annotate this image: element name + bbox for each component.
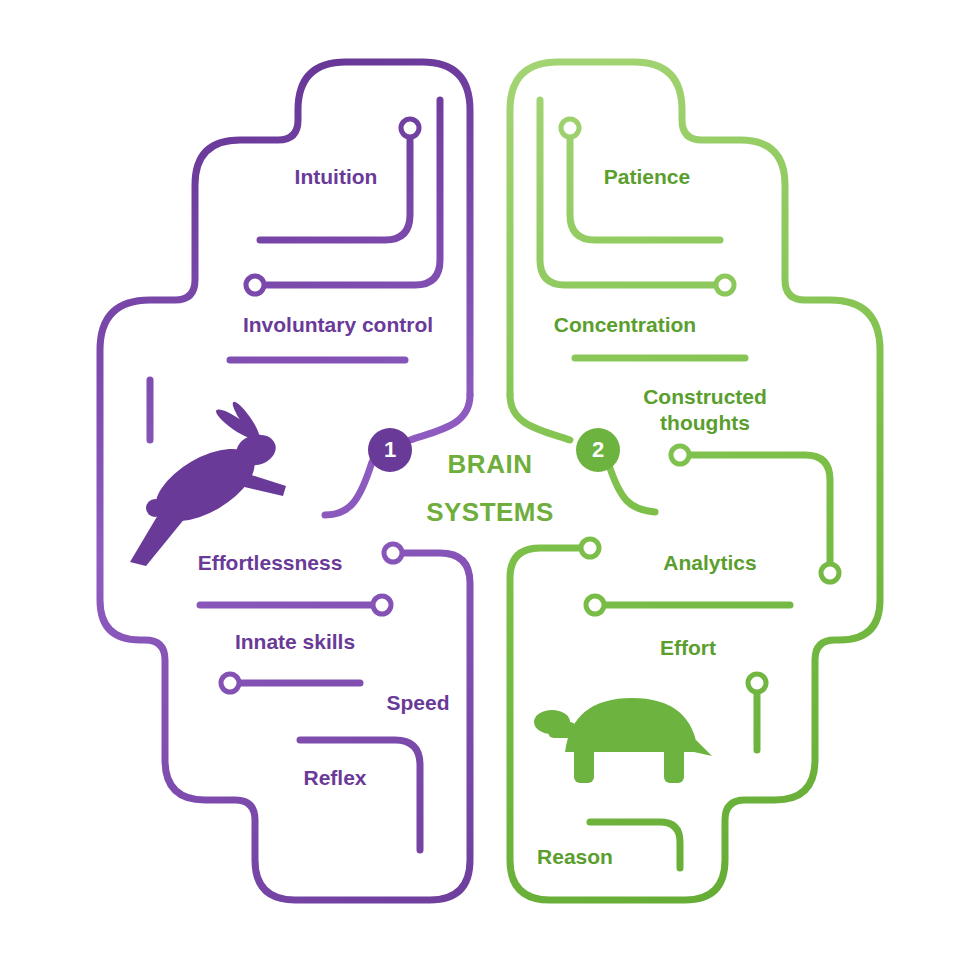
- wire-terminal: [221, 674, 239, 692]
- rabbit-silhouette: [130, 399, 286, 566]
- wire-terminal: [561, 119, 579, 137]
- wire: [260, 137, 410, 240]
- callout-number: 2: [592, 437, 604, 463]
- turtle-head: [534, 710, 570, 734]
- wire: [239, 680, 360, 687]
- wire: [410, 395, 470, 440]
- wire: [325, 462, 372, 515]
- wire-terminal: [586, 596, 604, 614]
- wire: [604, 602, 790, 609]
- number-badge: 1: [368, 428, 412, 472]
- rabbit-ear: [229, 399, 262, 441]
- wire: [689, 455, 830, 564]
- diagram-title: BRAIN SYSTEMS: [420, 440, 560, 536]
- wire-terminal: [716, 276, 734, 294]
- wire-terminal: [821, 564, 839, 582]
- turtle-leg: [664, 745, 684, 783]
- wire: [147, 380, 154, 440]
- system-trait-label: Constructed thoughts: [620, 384, 790, 436]
- system-trait-label: Effort: [660, 635, 716, 661]
- system-trait-label: Analytics: [663, 550, 756, 576]
- wire: [230, 357, 405, 364]
- right-outline: [510, 62, 880, 900]
- wire-terminal: [671, 446, 689, 464]
- left-outline: [100, 62, 470, 900]
- system-trait-label: Concentration: [554, 312, 696, 338]
- left-wires: [100, 62, 470, 900]
- wire-terminal: [581, 539, 599, 557]
- system-trait-label: Involuntary control: [243, 312, 433, 338]
- rabbit-tail: [146, 499, 164, 517]
- system-trait-label: Reason: [537, 844, 613, 870]
- wire: [540, 100, 716, 285]
- system-trait-label: Intuition: [295, 164, 378, 190]
- wire-terminal: [246, 276, 264, 294]
- wire-terminal: [748, 674, 766, 692]
- rabbit-front-leg: [232, 470, 286, 496]
- wire: [754, 692, 761, 750]
- wire: [300, 740, 420, 850]
- number-badge: 2: [576, 428, 620, 472]
- turtle-leg: [574, 745, 594, 783]
- wire: [608, 462, 655, 512]
- wire-terminal: [401, 119, 419, 137]
- wire: [200, 602, 373, 609]
- system-trait-label: Patience: [604, 164, 690, 190]
- rabbit-hind-leg: [130, 498, 190, 566]
- system-trait-label: Speed: [386, 690, 449, 716]
- system-trait-label: Reflex: [303, 765, 366, 791]
- wire: [510, 395, 570, 440]
- turtle-shell: [565, 698, 698, 752]
- callout-number: 1: [384, 437, 396, 463]
- wire: [575, 355, 745, 362]
- right-wires: [510, 62, 880, 900]
- wire: [570, 137, 720, 240]
- wire-terminal: [384, 544, 402, 562]
- wire: [264, 100, 440, 285]
- left-terminals: [221, 119, 419, 692]
- wire-terminal: [373, 596, 391, 614]
- turtle-tail: [694, 740, 712, 756]
- system-trait-label: Innate skills: [235, 629, 355, 655]
- system-trait-label: Effortlessness: [198, 550, 343, 576]
- turtle-silhouette: [534, 698, 712, 783]
- right-terminals: [561, 119, 839, 692]
